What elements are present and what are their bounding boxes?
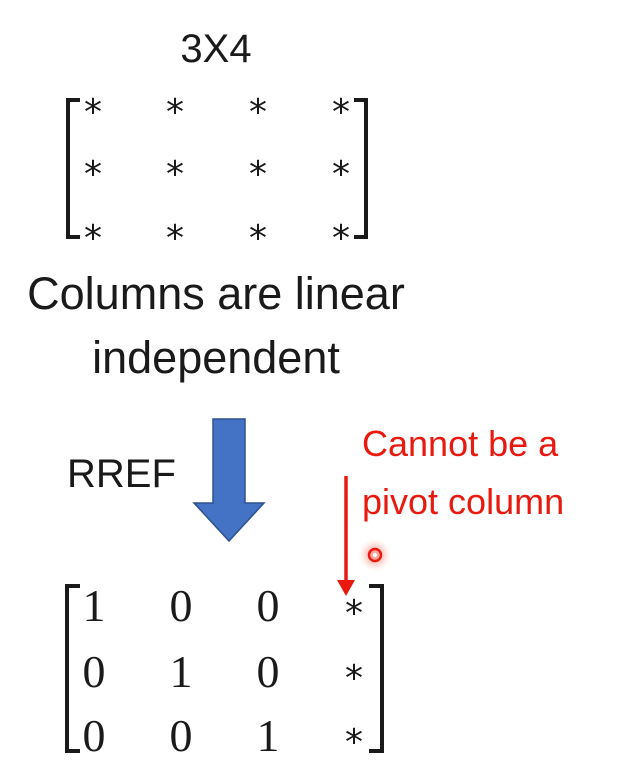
matrix-entry: *: [345, 658, 363, 699]
matrix-entry: 0: [83, 710, 106, 761]
matrix-entry: 0: [170, 710, 193, 761]
bottom-matrix: 1 0 0 * 0 1 0 * 0 0 1 *: [65, 580, 384, 763]
matrix-entry: 0: [83, 646, 106, 697]
matrix-entry: *: [332, 92, 350, 133]
matrix-entry: *: [166, 92, 184, 133]
red-dot-cursor-icon: [357, 537, 393, 573]
matrix-entry: *: [332, 154, 350, 195]
matrix-entry: *: [166, 154, 184, 195]
matrix-entry: *: [249, 92, 267, 133]
annotation-line-2: pivot column: [362, 481, 564, 522]
annotation-line-1: Cannot be a: [362, 423, 559, 464]
rref-label: RREF: [67, 452, 176, 496]
down-block-arrow-icon: [192, 418, 266, 543]
matrix-entry: 1: [83, 580, 106, 631]
matrix-entry: 0: [170, 580, 193, 631]
matrix-entry: *: [345, 722, 363, 763]
matrix-entry: 0: [257, 646, 280, 697]
caption-line-1: Columns are linear: [27, 268, 405, 319]
matrix-entry: *: [84, 218, 102, 259]
matrix-entry: *: [249, 218, 267, 259]
matrix-size-label: 3X4: [180, 27, 251, 71]
top-matrix-left-bracket: [66, 98, 80, 239]
top-matrix: * * * * * * * * * * * *: [66, 92, 368, 259]
matrix-entry: *: [84, 92, 102, 133]
matrix-entry: 1: [257, 710, 280, 761]
matrix-entry: *: [345, 593, 363, 634]
matrix-entry: *: [249, 154, 267, 195]
matrix-entry: *: [84, 154, 102, 195]
top-matrix-right-bracket: [354, 98, 368, 239]
matrix-entry: *: [332, 218, 350, 259]
bottom-matrix-right-bracket: [369, 584, 384, 753]
matrix-entry: 1: [170, 646, 193, 697]
down-arrow-icon: [337, 476, 355, 596]
matrix-entry: 0: [257, 580, 280, 631]
matrix-entry: *: [166, 218, 184, 259]
bottom-matrix-left-bracket: [65, 584, 80, 753]
caption-line-2: independent: [92, 332, 340, 383]
